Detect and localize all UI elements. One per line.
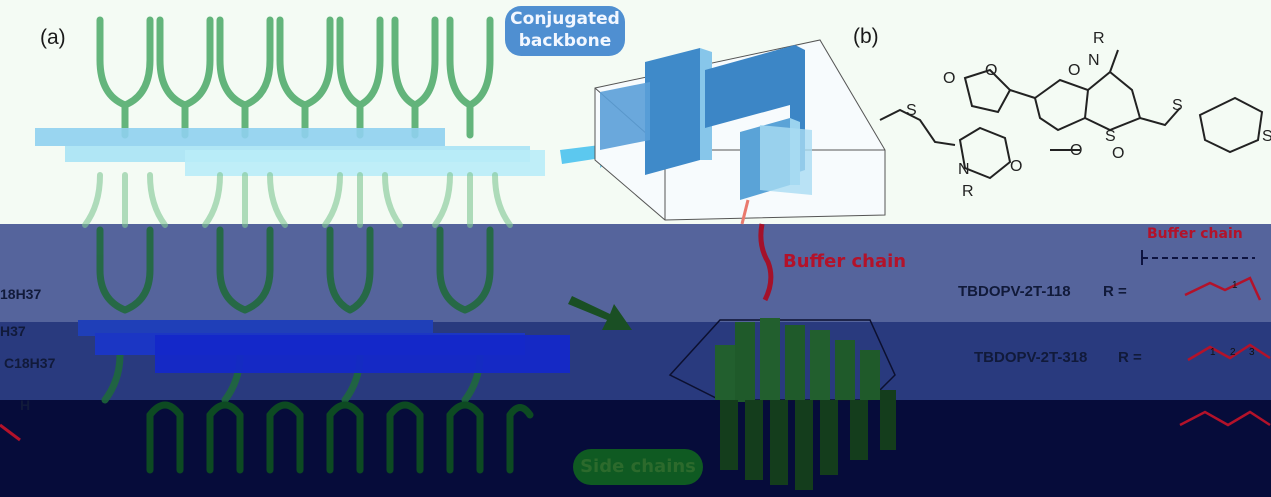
lower-side-chains: [96, 226, 494, 404]
upper-backbone: [35, 128, 545, 176]
upper-side-chains: [96, 16, 494, 139]
atom-s-edge: S: [1262, 128, 1271, 145]
chemical-structure: [879, 49, 1264, 180]
atom-o-bottom-lactam: O: [1112, 145, 1125, 162]
chain-118: [1184, 276, 1262, 301]
atom-o-ring-left: O: [985, 62, 998, 79]
lower-backbone: [78, 320, 570, 373]
atom-s-thiophene-mid: S: [1105, 128, 1116, 145]
box-tether: [740, 199, 750, 225]
chain-318-number-3: 3: [1249, 347, 1255, 358]
buffer-chain-label: Buffer chain: [783, 251, 907, 272]
molecule-318-name: TBDOPV-2T-318: [974, 349, 1088, 366]
lower-arrow: [568, 296, 632, 330]
bottom-side-chains: [146, 401, 534, 474]
left-red-chain: [0, 423, 21, 442]
r-equals-118: R =: [1103, 283, 1127, 300]
atom-o-lower-right: O: [1010, 158, 1023, 175]
chain-318-number-2: 2: [1230, 347, 1236, 358]
atom-n-top: N: [1088, 52, 1100, 69]
atom-r-bottom: R: [962, 183, 974, 200]
buffer-chain-bracket: [1141, 250, 1255, 265]
buffer-chain-small-label: Buffer chain: [1147, 226, 1243, 242]
atom-s-thiophene-left: S: [906, 102, 917, 119]
r-equals-318: R =: [1118, 349, 1142, 366]
upper-side-chains-lower: [82, 172, 513, 228]
stacking-box: [594, 39, 886, 221]
molecule-118-name: TBDOPV-2T-118: [958, 283, 1071, 300]
atom-n-bottom: N: [958, 161, 970, 178]
left-fragment-1: 18H37: [0, 286, 42, 302]
chain-bottom: [1179, 410, 1271, 427]
atom-r-top: R: [1093, 30, 1105, 47]
buffer-chain-line: [758, 223, 774, 302]
conjugated-backbone-line1: Conjugated: [510, 9, 620, 29]
atom-s-bithiophene: S: [1172, 97, 1183, 114]
atom-o-lactam: O: [1068, 62, 1081, 79]
mid-band: [0, 224, 1271, 322]
side-chains-label: Side chains: [573, 449, 703, 485]
panel-b-label: (b): [853, 25, 879, 48]
atom-o-lactone-left: O: [943, 70, 956, 87]
conjugated-backbone-label: Conjugated backbone: [505, 6, 625, 56]
left-fragment-2: H37: [0, 323, 26, 339]
chain-318: [1187, 343, 1271, 362]
left-fragment-4: H: [20, 397, 31, 413]
panel-a-label: (a): [40, 26, 66, 49]
atom-o-ester: O: [1070, 142, 1083, 159]
cylinder-bundle: [668, 318, 896, 490]
conjugated-backbone-line2: backbone: [518, 31, 612, 51]
left-fragment-3: C18H37: [4, 355, 56, 371]
chain-118-number: 1: [1232, 280, 1238, 291]
chain-318-number-1: 1: [1210, 347, 1216, 358]
